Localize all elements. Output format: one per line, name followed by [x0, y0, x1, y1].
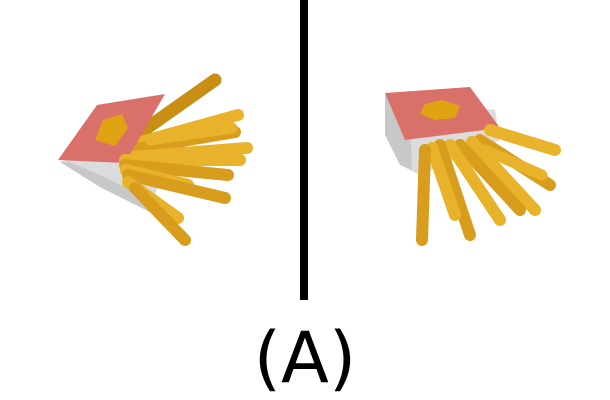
caption-label: (A) — [253, 317, 357, 399]
left-image — [0, 0, 300, 300]
right-image — [310, 0, 610, 300]
french-fries-box-icon — [58, 73, 253, 246]
divider — [300, 0, 308, 300]
french-fries-box-icon — [385, 87, 561, 246]
